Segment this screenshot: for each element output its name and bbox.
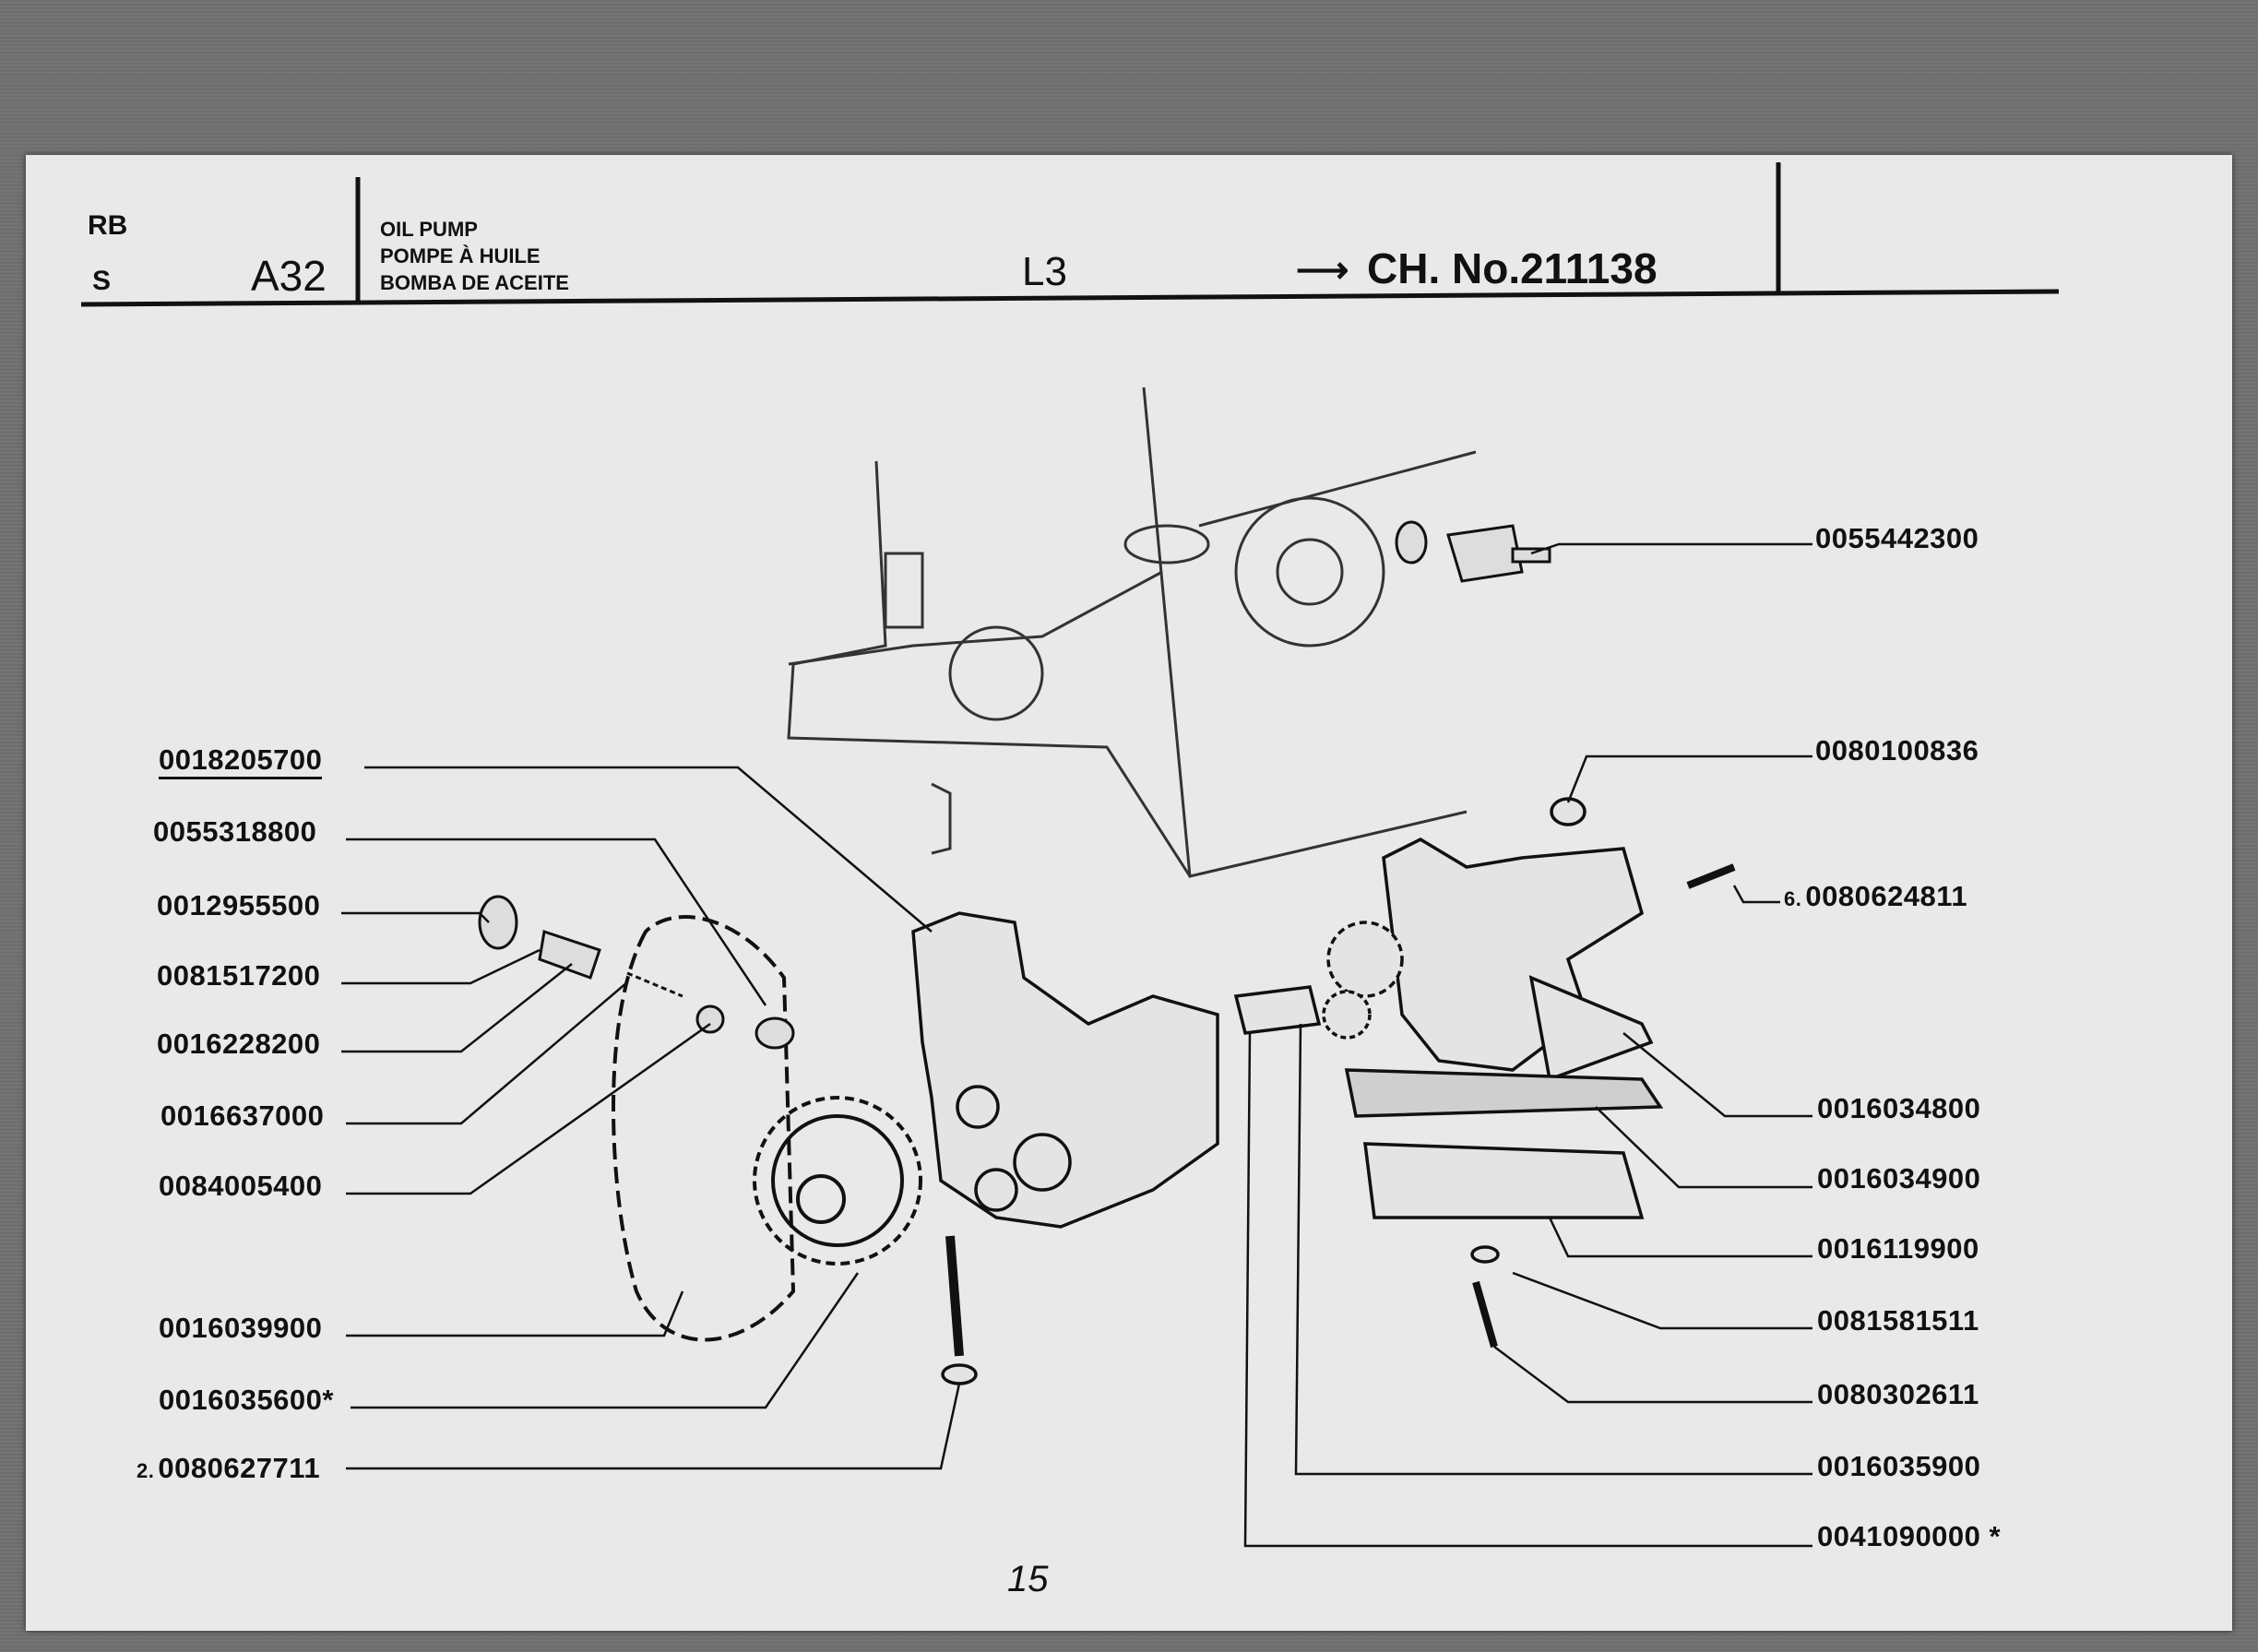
part-label: 0016034800 <box>1817 1092 1981 1124</box>
quantity: 2. <box>137 1459 155 1482</box>
part-label: 0016035900 <box>1817 1450 1981 1482</box>
oil-pressure-switch-drawing <box>1395 520 1551 583</box>
asterisk-mark: * <box>1989 1520 2002 1552</box>
part-label: 0080100836 <box>1815 734 1979 767</box>
parts-catalog-sheet <box>26 155 2232 1631</box>
chassis-number: CH. No.211138 <box>1367 244 1658 292</box>
leader-lines-left <box>341 766 961 1470</box>
part-label: 0055442300 <box>1815 522 1979 554</box>
pump-cover-strainer-drawing <box>941 797 1736 1385</box>
catalog-code-s: S <box>92 266 112 296</box>
part-label: 0041090000 * <box>1817 1520 2002 1552</box>
relief-valve-drawing <box>478 895 795 1050</box>
pump-body-drawing <box>911 911 1219 1229</box>
part-label: 0016035600* <box>159 1384 334 1416</box>
part-label: 0081517200 <box>157 959 321 992</box>
part-label: 0016034900 <box>1817 1162 1981 1194</box>
title-en: OIL PUMP <box>380 218 478 241</box>
page-code: A32 <box>251 252 327 300</box>
part-label: 0018205700 <box>159 743 323 779</box>
catalog-code-rb: RB <box>88 210 128 241</box>
part-label: 6.0080624811 <box>1784 880 1968 912</box>
part-label: 0016637000 <box>160 1099 325 1132</box>
part-label: 0016228200 <box>157 1028 321 1060</box>
part-label: 0080302611 <box>1817 1378 1979 1410</box>
engine-block-drawing <box>787 386 1477 878</box>
leader-lines-right <box>1243 542 1812 1548</box>
part-label: 2.0080627711 <box>137 1452 321 1484</box>
part-label: 0084005400 <box>159 1170 323 1202</box>
title-fr: POMPE À HUILE <box>380 244 541 267</box>
model-code: L3 <box>1022 249 1067 294</box>
sprocket-and-chain-drawing <box>612 915 922 1342</box>
header-rules <box>80 162 2060 307</box>
part-label: 0016039900 <box>159 1312 323 1344</box>
part-label: 0012955500 <box>157 889 321 921</box>
asterisk-mark: * <box>322 1384 334 1416</box>
part-label: 0016119900 <box>1817 1232 1979 1265</box>
page-number: 15 <box>1007 1559 1049 1599</box>
part-label: 0081581511 <box>1817 1304 1979 1337</box>
title-es: BOMBA DE ACEITE <box>380 271 569 294</box>
arrow-icon: ⟶ <box>1296 250 1349 291</box>
part-label: 0055318800 <box>153 815 317 848</box>
quantity: 6. <box>1784 887 1802 910</box>
